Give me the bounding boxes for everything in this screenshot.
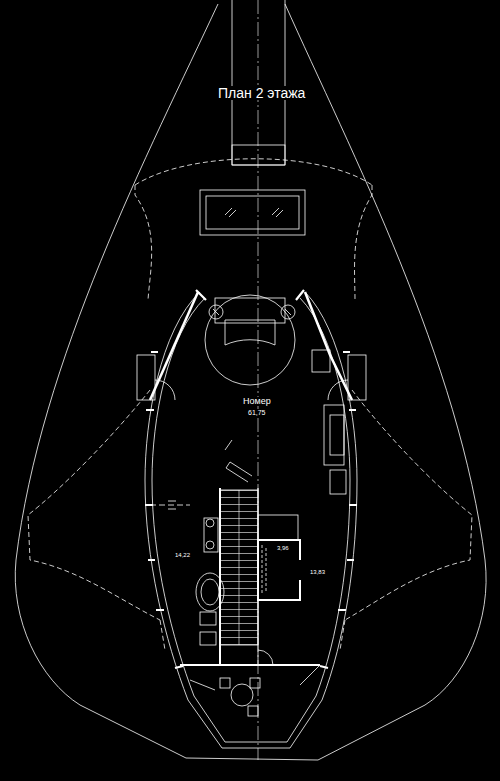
room-area: 61,75: [247, 409, 267, 416]
room-name: Номер: [242, 397, 272, 406]
plan-title: План 2 этажа: [217, 86, 306, 100]
room-area: 3,96: [276, 545, 290, 551]
room-area: 14,22: [174, 552, 191, 558]
room-area: 13,83: [309, 569, 326, 575]
